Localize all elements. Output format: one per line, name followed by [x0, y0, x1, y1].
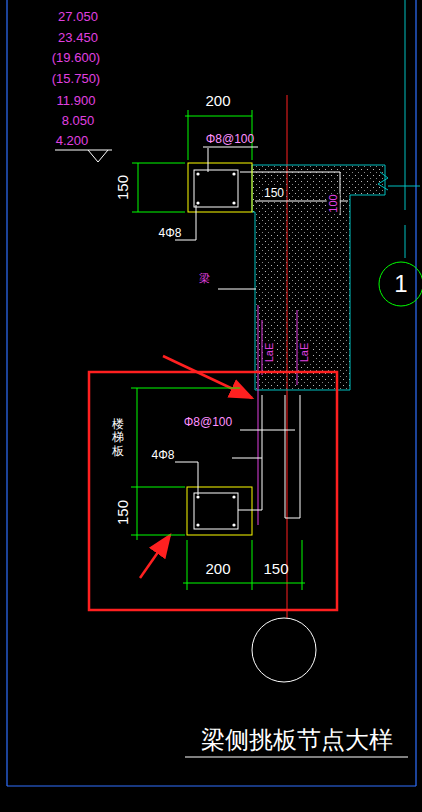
dimension-label: 150 [116, 499, 131, 524]
lower-rebar [232, 395, 300, 518]
dimension-label: 200 [205, 561, 230, 576]
dimension-label: Φ8@100 [206, 133, 254, 145]
concrete-section [252, 165, 385, 390]
dimension-label: LaE [298, 341, 311, 363]
highlight-arrow [163, 356, 252, 398]
axis-lines [388, 0, 420, 258]
leaders-bottom [175, 462, 198, 495]
dimension-label: Φ8@100 [184, 416, 232, 428]
highlight-arrow [140, 535, 170, 578]
elevation-value: 4.200 [56, 134, 89, 147]
dimension-label: 4Φ8 [152, 449, 175, 461]
elevation-value: 27.050 [58, 10, 98, 23]
dimension-label: 150 [263, 561, 288, 576]
stirrup [194, 170, 238, 207]
dimension-label: 150 [116, 174, 131, 199]
elevation-value: (15.750) [52, 72, 100, 85]
main-bars [196, 172, 235, 204]
grid-axis-bubble: 1 [379, 262, 422, 306]
break-symbol [378, 172, 388, 190]
dimension-label: 150 [263, 186, 285, 200]
dimension-label: 4Φ8 [159, 227, 182, 239]
main-bars [196, 495, 235, 526]
elevation-value: 11.900 [57, 94, 96, 107]
section-circle [252, 618, 316, 682]
drawing-title: 梁侧挑板节点大样 [201, 724, 393, 756]
dimension-label: 梁 [199, 273, 210, 284]
elevation-value: (19.600) [52, 51, 100, 64]
elevation-value: 8.050 [62, 114, 95, 127]
title-underline [185, 757, 408, 758]
vertical-note: 楼梯板 [112, 418, 124, 458]
dimension-label: 100 [326, 193, 339, 213]
slab-rebar [240, 172, 348, 215]
dimensions-bottom [131, 388, 305, 590]
elevation-value: 23.450 [58, 31, 98, 44]
anchor-rebar [258, 305, 297, 525]
dimensions-top [132, 110, 252, 212]
grid-bubble [379, 262, 422, 306]
stirrup [194, 493, 238, 529]
beam-outline [187, 487, 252, 535]
beam-outline [188, 163, 252, 212]
axis-number: 1 [394, 272, 407, 296]
dimension-label: 200 [205, 93, 230, 108]
highlight-box [89, 372, 337, 610]
frame [7, 0, 416, 786]
dimension-label: LaE [263, 341, 276, 363]
elevation-mark [55, 150, 112, 162]
leaders-top [175, 147, 258, 289]
